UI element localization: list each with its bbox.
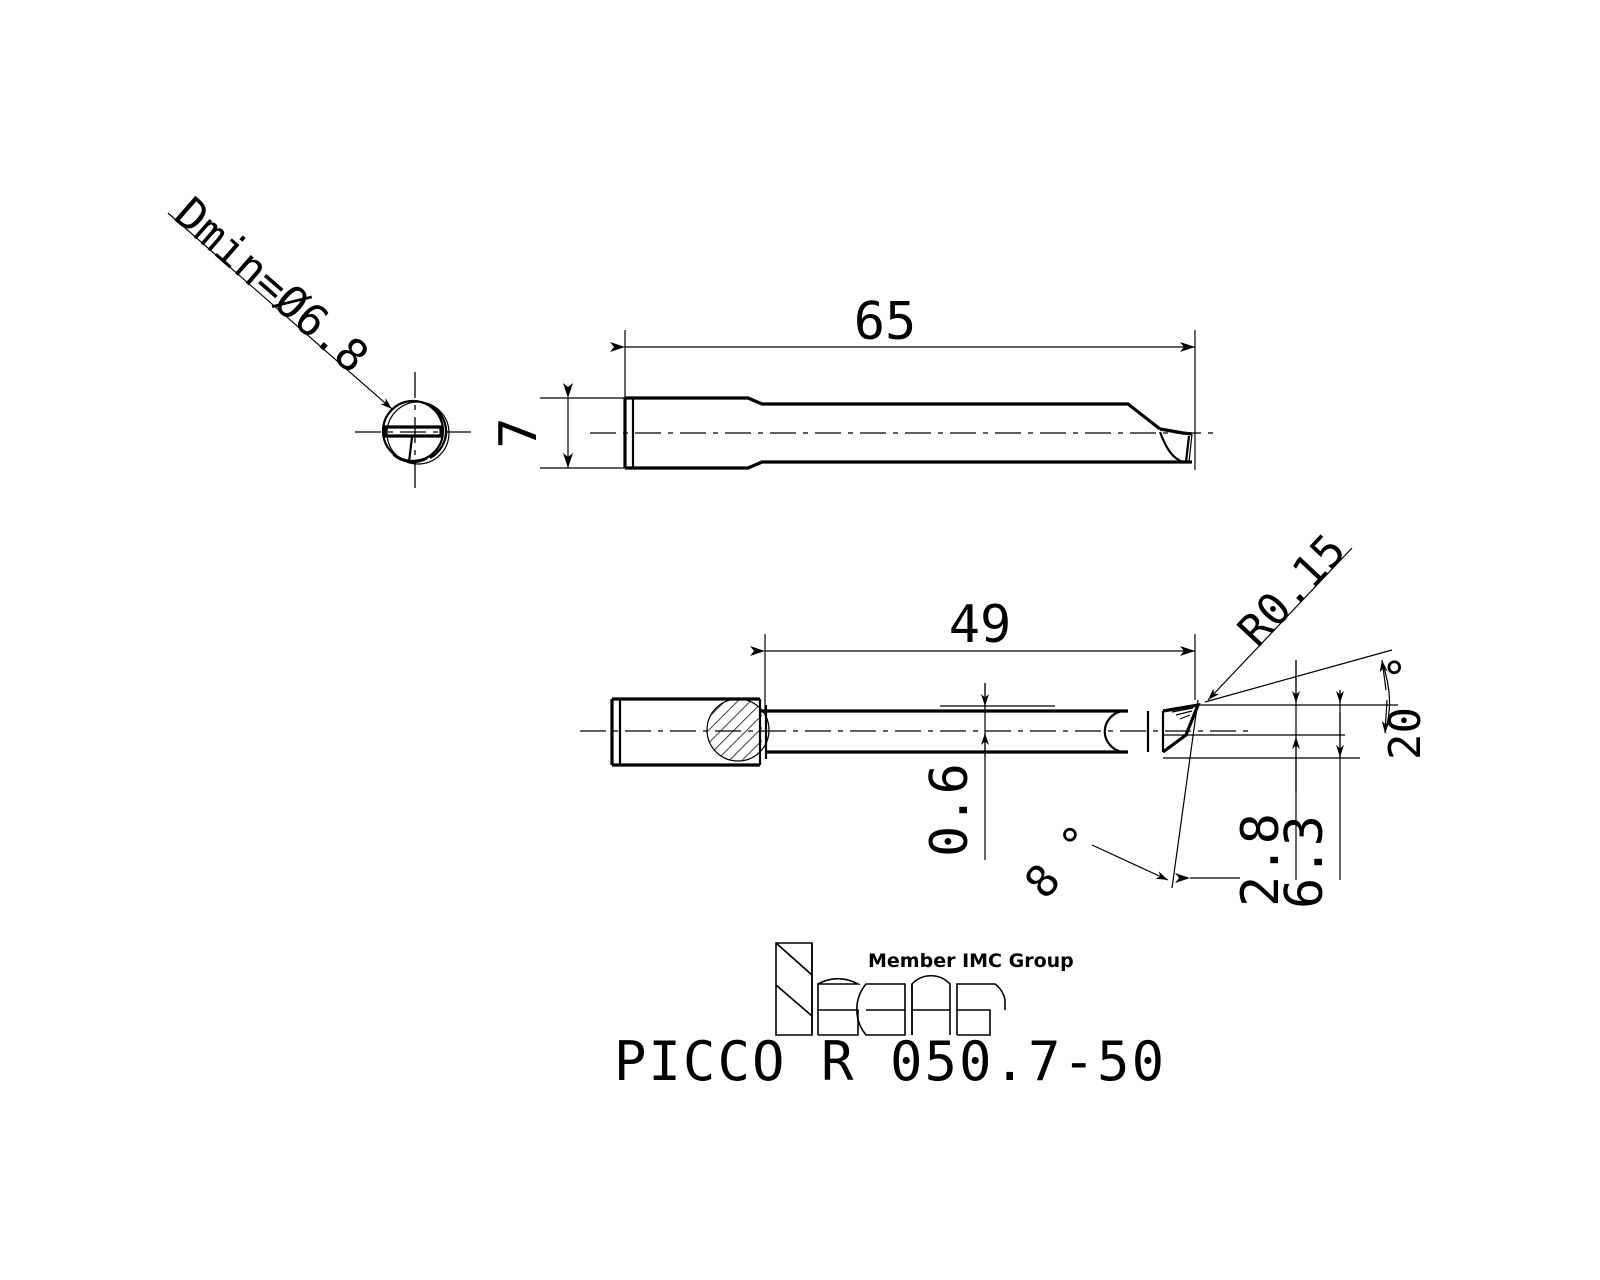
- corner-radius-label: R0.15: [1228, 525, 1356, 657]
- logo-letter-i-slash2: [775, 984, 813, 1017]
- center-height-label: 0.6: [920, 763, 980, 857]
- plan-head-nose-arc: [1103, 709, 1123, 754]
- head-height-small-label: 2.8: [1231, 813, 1291, 907]
- corner-radius-callout: R0.15: [1207, 525, 1356, 701]
- top-view-side-elevation: 65 7: [489, 292, 1215, 470]
- page-title: PICCO R 050.7-50: [614, 1030, 1166, 1093]
- end-view-profile-arc-inner: [435, 411, 448, 453]
- overall-length-label: 65: [854, 292, 917, 352]
- top-view-lower-outline: [625, 460, 1192, 470]
- logo-letter-c: [856, 983, 906, 1036]
- head-height-large-label: 6.3: [1275, 815, 1335, 909]
- end-view-insert-flat: [383, 425, 443, 438]
- clearance-angle-leader: [1091, 844, 1169, 881]
- plan-head-rake2: [1171, 707, 1194, 713]
- end-view-profile-arc-right: [427, 402, 448, 459]
- clearance-angle-label: 8 °: [1015, 815, 1106, 908]
- top-view-tip-curve: [1158, 431, 1184, 464]
- head-height-small-dimension: 2.8: [1231, 660, 1300, 907]
- logo-letter-s-lower: [818, 1009, 859, 1036]
- head-height-large-dimension: 6.3: [1275, 690, 1344, 909]
- lead-angle-ray: [1204, 649, 1393, 703]
- bottom-view-plan: 49: [580, 595, 1250, 860]
- clearance-angle-ray: [1171, 699, 1199, 889]
- dmin-callout: Dmin=Ø6.8: [165, 188, 393, 410]
- top-view-tip-face: [1188, 433, 1193, 463]
- plan-step-hatch: [707, 699, 762, 761]
- logo-letter-i-slash1: [775, 942, 813, 976]
- tip-detail-annotations: R0.15 20 ° 2.8: [1015, 525, 1431, 909]
- lead-angle-dimension: 20 °: [1379, 654, 1431, 760]
- dmin-leader-line: [167, 212, 393, 410]
- lead-angle-arrow-bottom: [1381, 699, 1390, 734]
- plan-step-section: [706, 698, 770, 765]
- shank-diameter-label: 7: [489, 417, 549, 448]
- logo-letter-r-lower: [957, 1009, 991, 1036]
- top-view-tip-edge: [1184, 435, 1191, 463]
- plan-head-rake4: [1179, 714, 1191, 720]
- dmin-label: Dmin=Ø6.8: [165, 188, 378, 383]
- cutting-length-label: 49: [949, 595, 1012, 655]
- center-height-dimension: 0.6: [920, 683, 1055, 860]
- logo-tagline: Member IMC Group: [868, 950, 1074, 972]
- cutting-length-dimension: 49: [750, 595, 1196, 712]
- overall-length-dimension: 65: [610, 292, 1196, 412]
- logo-letter-s: [817, 977, 861, 1035]
- lead-angle-label: 20 °: [1380, 654, 1431, 760]
- end-view-outer-circle: [381, 399, 445, 463]
- plan-cutting-head: [1103, 702, 1201, 754]
- plan-head-rake3: [1175, 710, 1193, 716]
- iscar-logo: Member IMC Group: [775, 942, 1074, 1036]
- lead-angle-arrow-top: [1379, 659, 1388, 691]
- plan-head-cutting-edge: [1162, 702, 1201, 754]
- plan-head-rake1: [1167, 705, 1195, 711]
- r015-leader-line: [1207, 547, 1353, 701]
- logo-letter-a: [911, 975, 951, 1035]
- top-view-upper-outline: [625, 396, 1161, 431]
- logo-letter-r: [956, 983, 1006, 1035]
- end-view-bottom-arc: [392, 454, 428, 464]
- shank-diameter-dimension: 7: [489, 383, 632, 469]
- end-view-front: [355, 372, 478, 492]
